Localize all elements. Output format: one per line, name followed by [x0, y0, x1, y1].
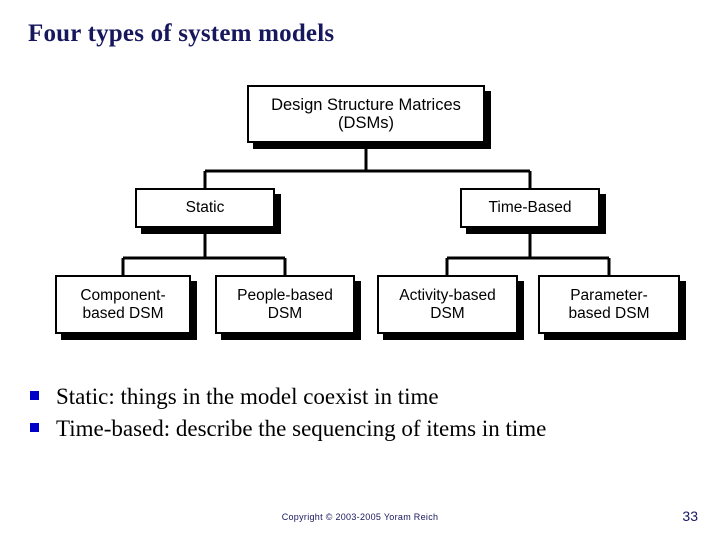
node-component-based-dsm[interactable]: Component- based DSM	[55, 275, 191, 334]
dsm-hierarchy-diagram: Design Structure Matrices (DSMs) Static …	[0, 70, 720, 350]
node-label: Activity-based DSM	[399, 287, 496, 322]
connector-lines	[121, 143, 611, 275]
node-activity-based-dsm[interactable]: Activity-based DSM	[377, 275, 518, 334]
bullet-list: Static: things in the model coexist in t…	[30, 382, 690, 447]
node-parameter-based-dsm[interactable]: Parameter- based DSM	[538, 275, 680, 334]
node-label: Static	[185, 199, 225, 217]
list-item: Static: things in the model coexist in t…	[30, 382, 690, 412]
list-item-label: Time-based: describe the sequencing of i…	[56, 416, 547, 442]
node-label: Design Structure Matrices (DSMs)	[271, 95, 461, 132]
node-time-based[interactable]: Time-Based	[460, 188, 600, 228]
node-design-structure-matrices[interactable]: Design Structure Matrices (DSMs)	[247, 85, 485, 143]
square-bullet-icon	[30, 391, 39, 400]
page-title: Four types of system models	[28, 20, 335, 47]
page-number: 33	[682, 508, 698, 524]
square-bullet-icon	[30, 423, 39, 433]
node-people-based-dsm[interactable]: People-based DSM	[215, 275, 355, 334]
list-item-label: Static: things in the model coexist in t…	[56, 384, 439, 409]
node-static[interactable]: Static	[135, 188, 275, 228]
node-label: People-based DSM	[237, 287, 333, 322]
node-label: Time-Based	[488, 199, 572, 217]
node-label: Parameter- based DSM	[568, 287, 650, 322]
footer-copyright: Copyright © 2003-2005 Yoram Reich	[281, 512, 439, 522]
list-item: Time-based: describe the sequencing of i…	[30, 414, 690, 444]
node-label: Component- based DSM	[80, 287, 166, 322]
